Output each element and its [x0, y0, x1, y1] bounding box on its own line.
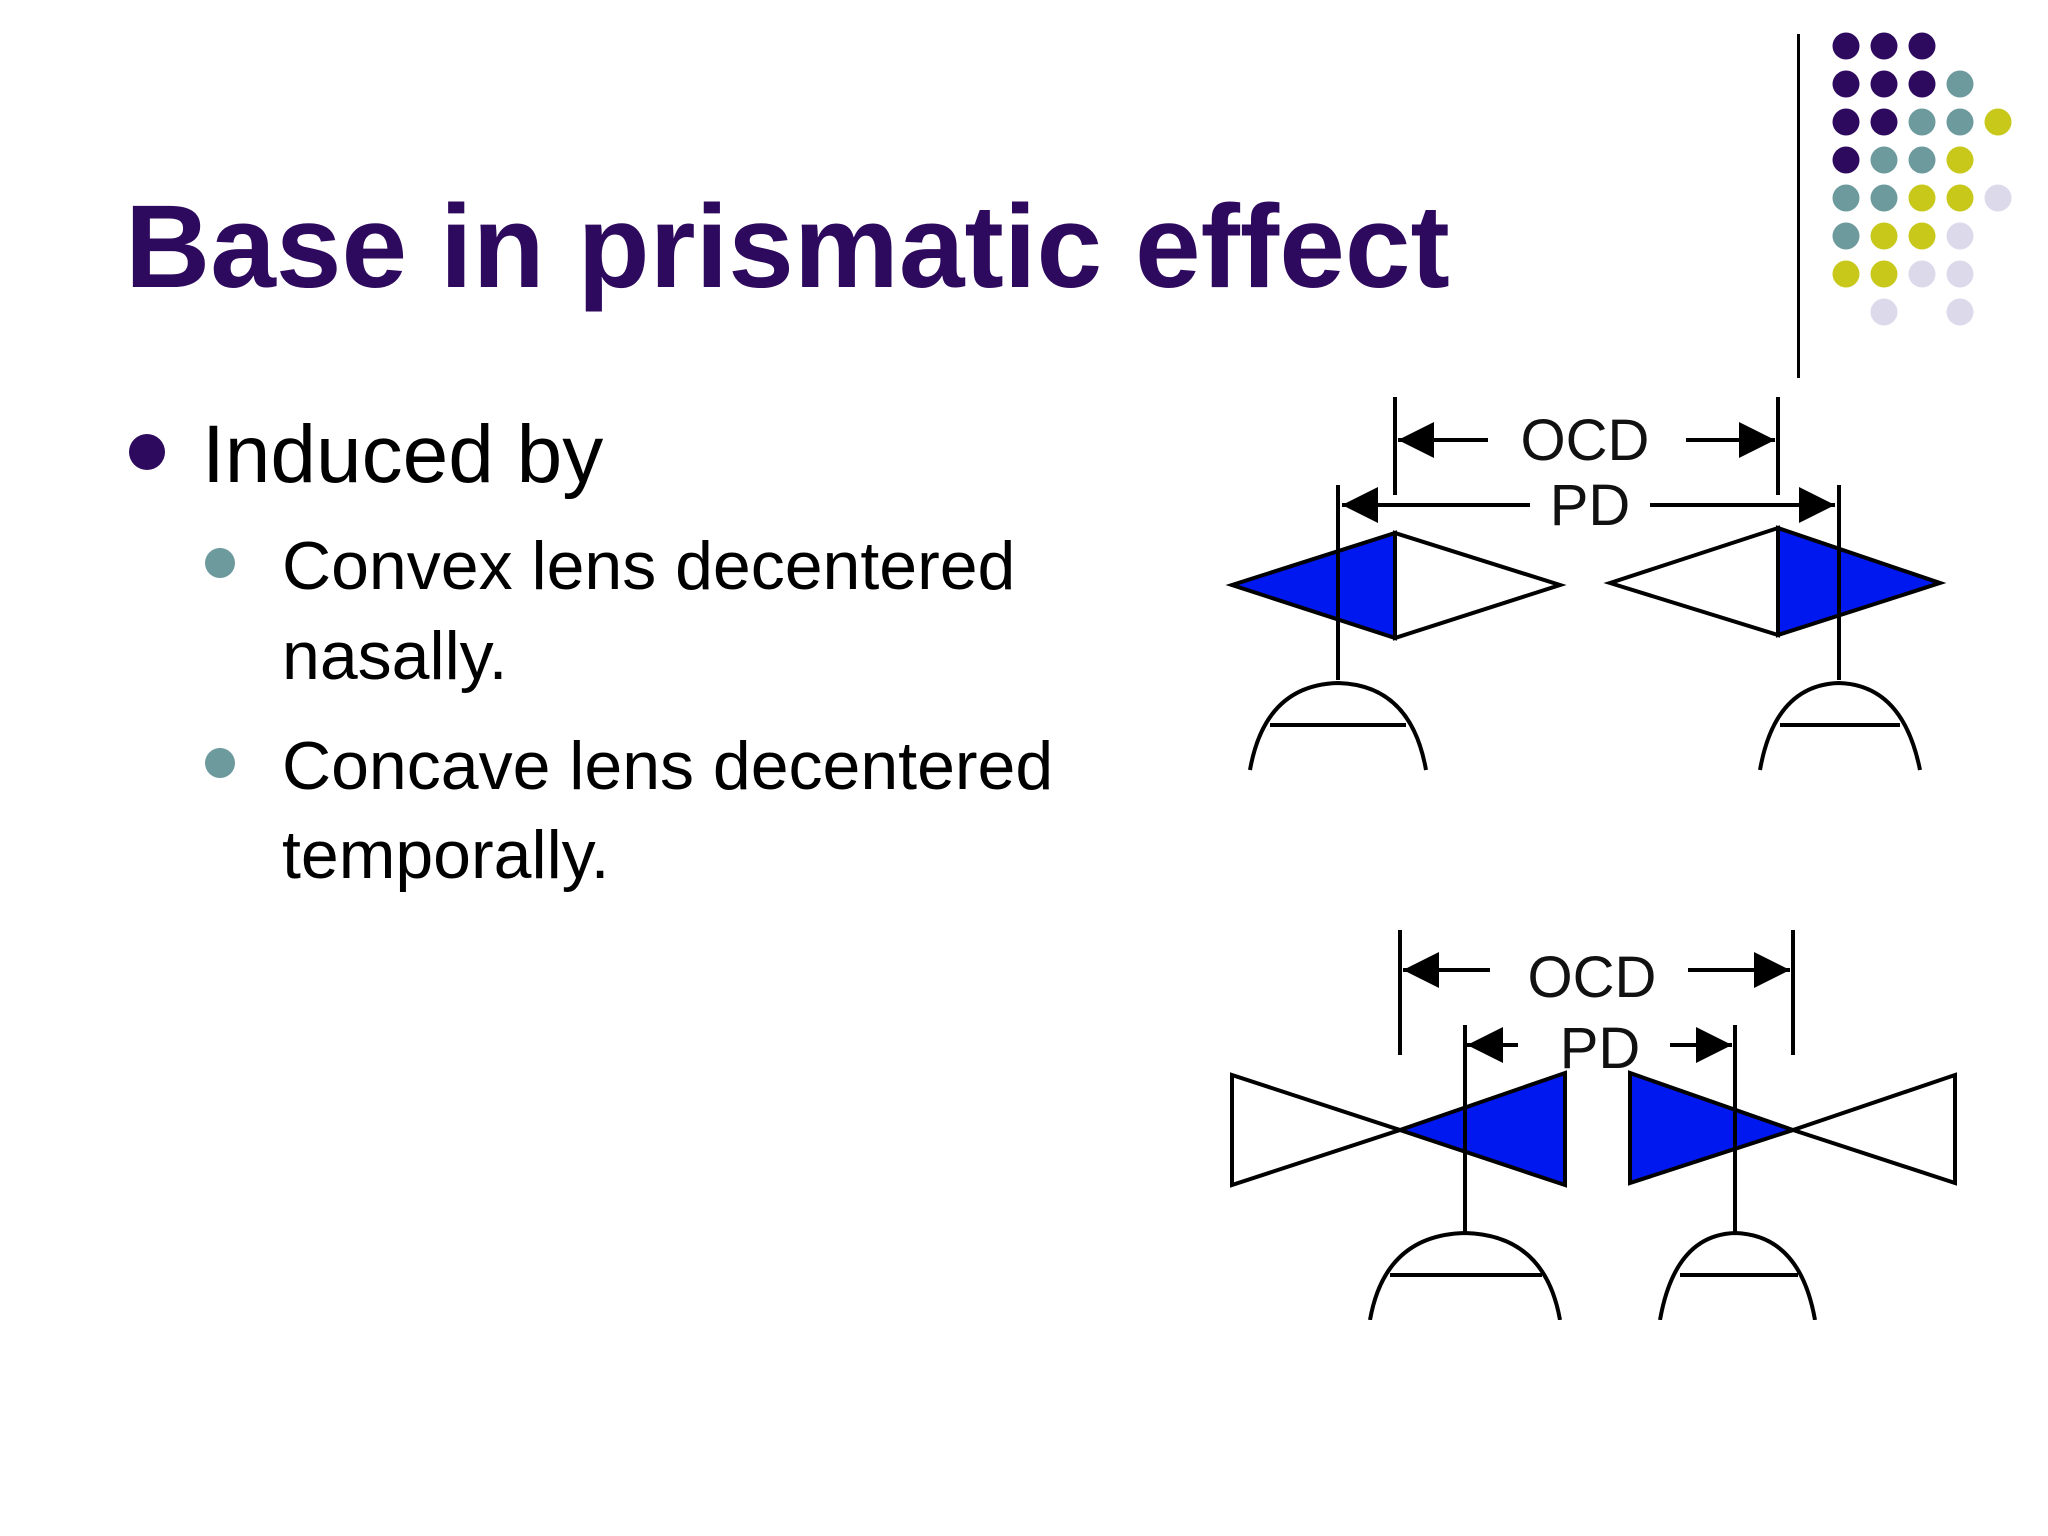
eye-icon: [1368, 1230, 1562, 1320]
sub-bullet-dot-icon: [205, 747, 235, 778]
prism-decentration-diagram: OCD PD OCD PD: [1225, 397, 1957, 1320]
decorative-dot: [1946, 222, 1974, 250]
decorative-dot: [1908, 222, 1936, 250]
prism-apex: [1786, 1072, 1957, 1186]
decorative-dot: [1870, 32, 1898, 60]
slide-title: Base in prismatic effect: [125, 181, 1450, 313]
decorative-dot: [1946, 260, 1974, 288]
eye-icon: [1658, 1230, 1817, 1320]
decorative-dot: [1946, 184, 1974, 212]
prism-base-fill: [1628, 1070, 1800, 1186]
prism-apex: [1393, 530, 1567, 641]
decorative-dot: [1832, 260, 1860, 288]
prism-apex: [1603, 525, 1780, 638]
decorative-dot-grid: [1832, 32, 2012, 326]
prism-base-fill: [1393, 1070, 1567, 1188]
header-divider: [1797, 34, 1800, 378]
decorative-dot: [1870, 108, 1898, 136]
decorative-dot: [1946, 108, 1974, 136]
decorative-dot: [1870, 184, 1898, 212]
decorative-dot: [1908, 146, 1936, 174]
eye-icon: [1758, 680, 1922, 771]
bullet-level1: Induced by: [125, 409, 1225, 500]
bullet-text: Induced by: [202, 409, 604, 500]
convex-lenses-diagram: [1225, 397, 1947, 771]
bullet-level2: Convex lens decentered nasally.: [125, 522, 1225, 702]
bullet-level2: Concave lens decentered temporally.: [125, 722, 1225, 902]
bullet-dot-icon: [129, 434, 165, 470]
pd-label: PD: [1560, 1016, 1641, 1081]
decorative-dot: [1832, 70, 1860, 98]
ocd-label: OCD: [1521, 408, 1650, 473]
sub-bullet-dot-icon: [205, 548, 235, 579]
decorative-dot: [1946, 298, 1974, 326]
concave-lenses-diagram: [1230, 930, 1957, 1320]
prism-base-fill: [1776, 525, 1947, 638]
decorative-dot: [1908, 32, 1936, 60]
decorative-dot: [1908, 260, 1936, 288]
decorative-dot: [1908, 70, 1936, 98]
decorative-dot: [1870, 260, 1898, 288]
decorative-dot: [1908, 184, 1936, 212]
bullet-list: Induced by Convex lens decentered nasall…: [125, 409, 1225, 921]
decorative-dot: [1832, 184, 1860, 212]
eye-icon: [1248, 680, 1428, 771]
decorative-dot: [1832, 32, 1860, 60]
pd-label: PD: [1550, 473, 1631, 538]
decorative-dot: [1946, 146, 1974, 174]
ocd-label: OCD: [1528, 945, 1657, 1010]
decorative-dot: [1832, 222, 1860, 250]
decorative-dot: [1870, 146, 1898, 174]
sub-bullet-text: Concave lens decentered temporally.: [282, 727, 1054, 894]
decorative-dot: [1832, 108, 1860, 136]
prism-apex: [1230, 1072, 1407, 1188]
decorative-dot: [1832, 146, 1860, 174]
decorative-dot: [1870, 298, 1898, 326]
sub-bullet-text: Convex lens decentered nasally.: [282, 528, 1016, 694]
decorative-dot: [1984, 108, 2012, 136]
decorative-dot: [1946, 70, 1974, 98]
decorative-dot: [1870, 222, 1898, 250]
prism-base-fill: [1225, 530, 1397, 641]
decorative-dot: [1984, 184, 2012, 212]
decorative-dot: [1908, 108, 1936, 136]
decorative-dot: [1870, 70, 1898, 98]
